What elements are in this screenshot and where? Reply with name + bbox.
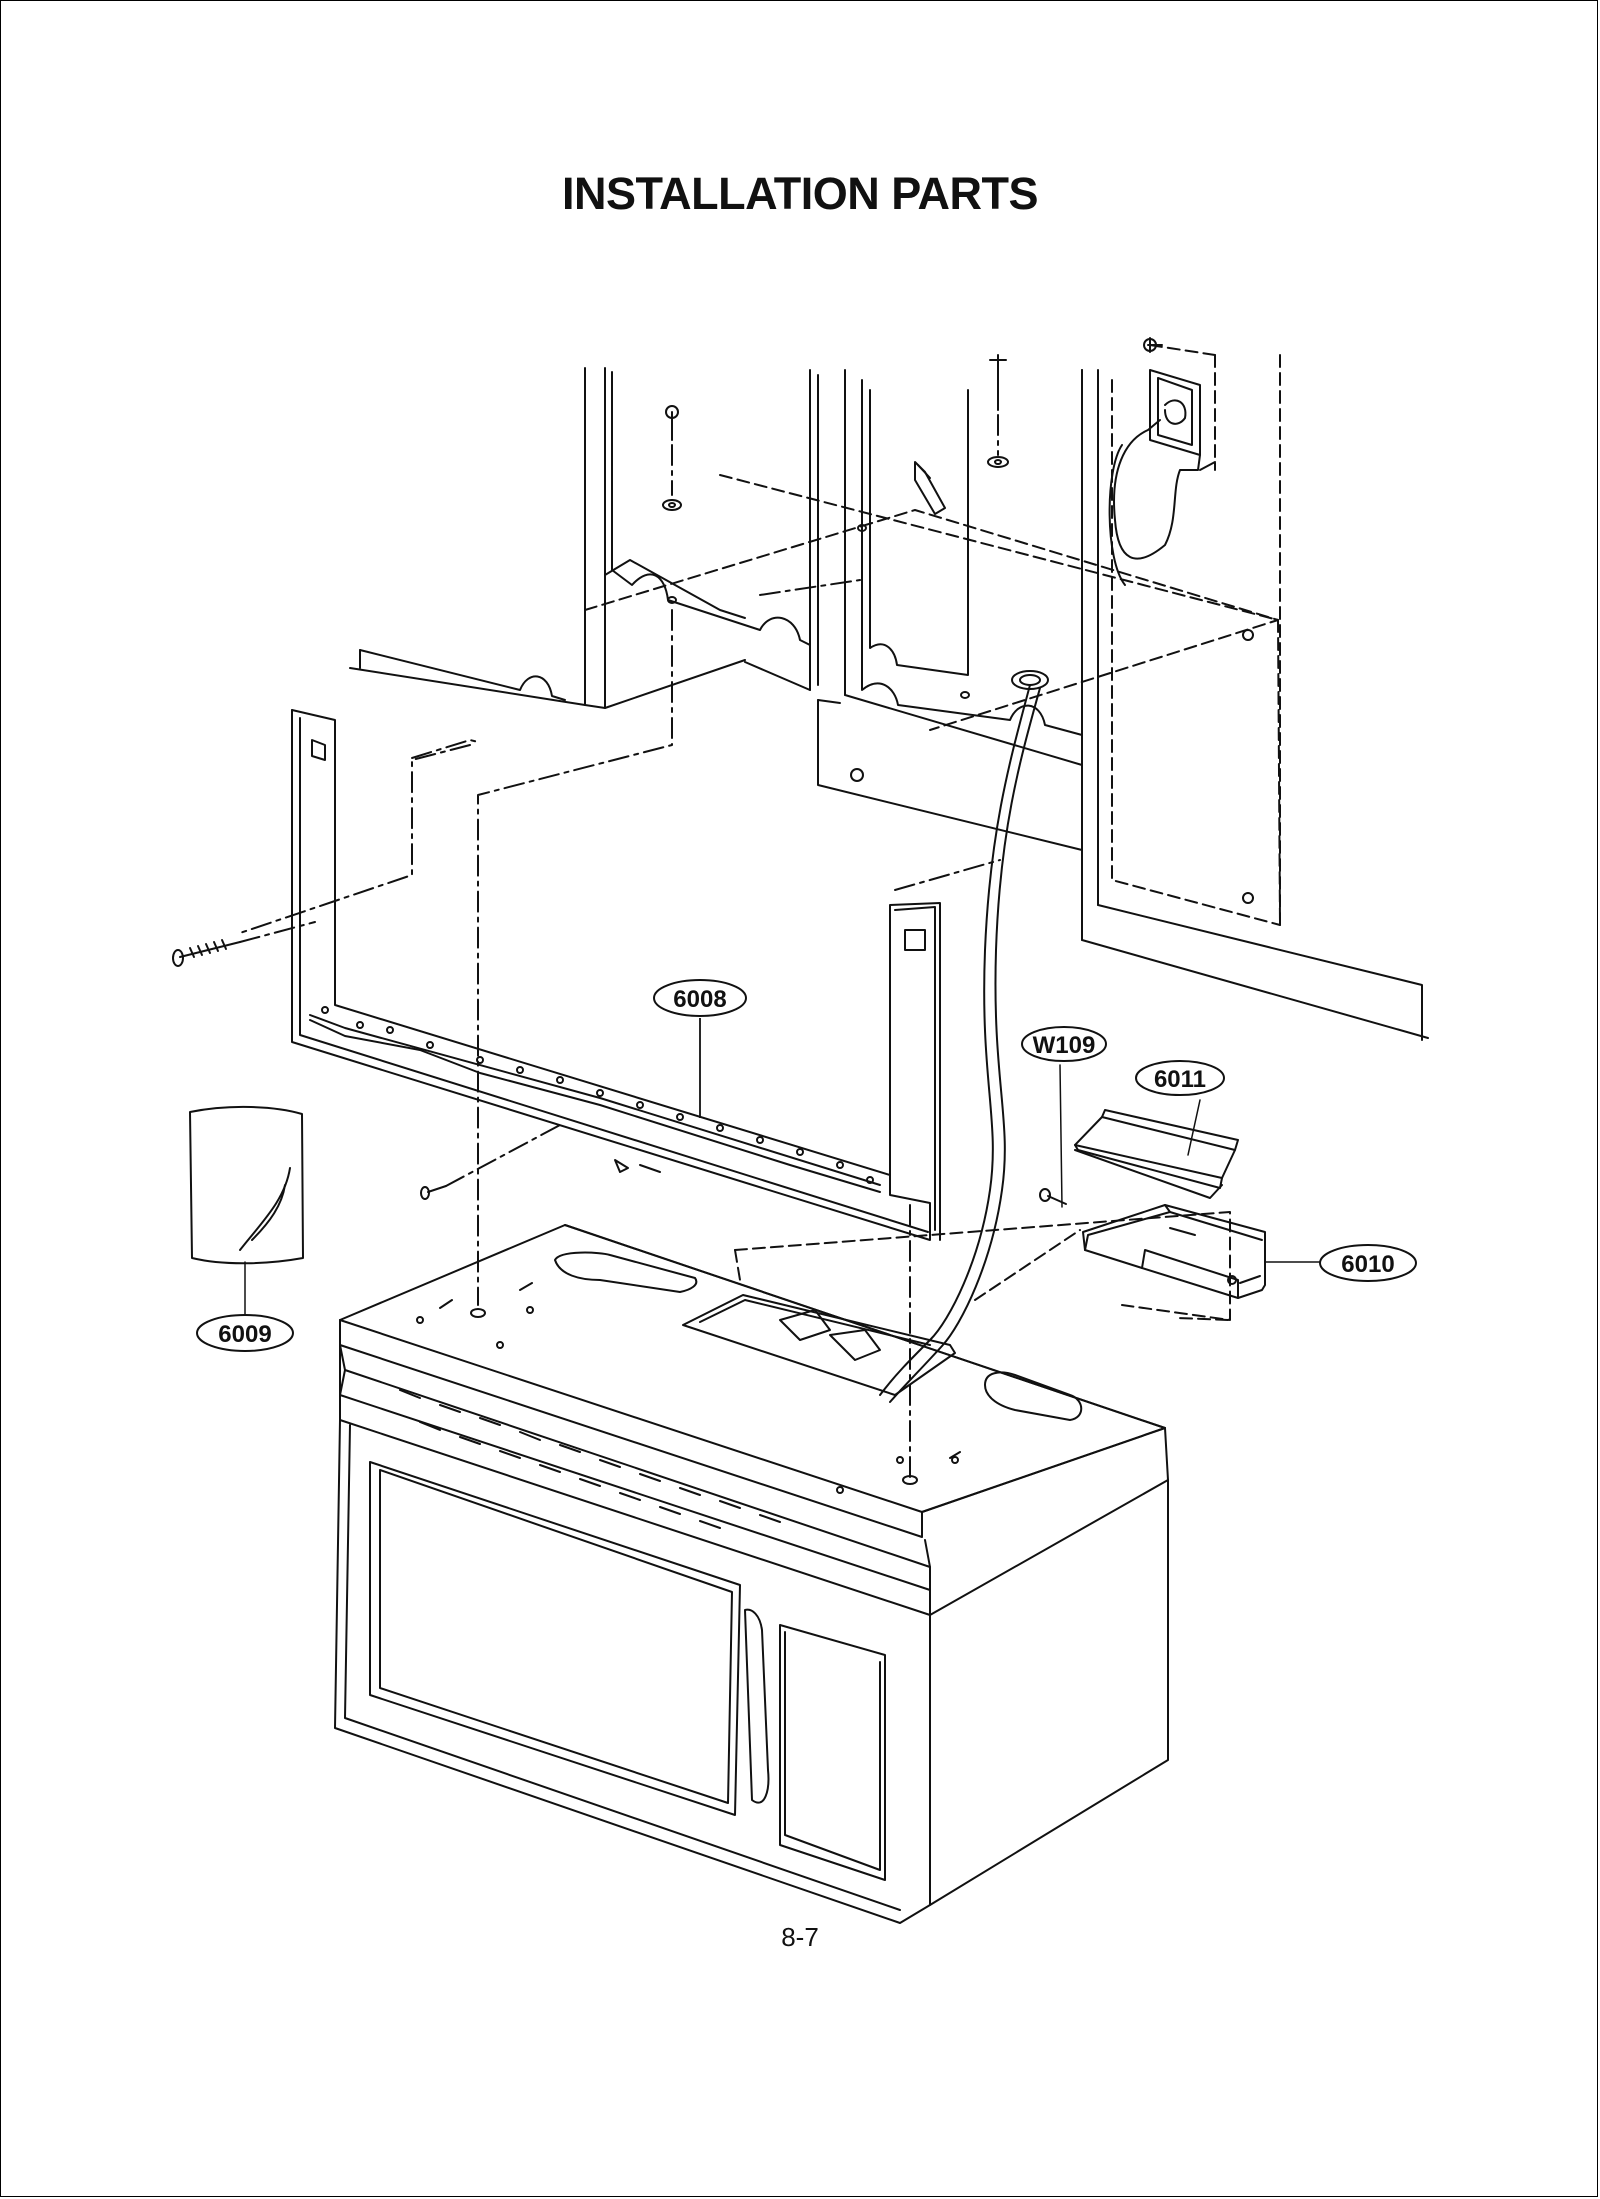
page-title: INSTALLATION PARTS (562, 168, 1038, 219)
svg-text:W109: W109 (1033, 1032, 1096, 1059)
callout-6011: 6011 (1135, 1060, 1225, 1096)
page-number: 8-7 (781, 1922, 819, 1952)
duct-6011 (1074, 1099, 1239, 1199)
callout-w109: W109 (1021, 1026, 1107, 1062)
upper-cabinets (349, 337, 1429, 1041)
microwave-body (334, 1224, 1169, 1924)
svg-text:6009: 6009 (218, 1321, 271, 1348)
callout-6009: 6009 (196, 1314, 294, 1352)
svg-text:6008: 6008 (673, 986, 726, 1013)
svg-text:6011: 6011 (1154, 1066, 1206, 1093)
damper-6010 (1039, 1064, 1321, 1299)
callout-6010: 6010 (1319, 1244, 1417, 1282)
mounting-plate-6008 (172, 709, 941, 1241)
filter-6009 (189, 1105, 304, 1316)
callout-6008: 6008 (653, 979, 747, 1118)
top-screws (662, 354, 1009, 699)
svg-text:6010: 6010 (1341, 1251, 1394, 1278)
